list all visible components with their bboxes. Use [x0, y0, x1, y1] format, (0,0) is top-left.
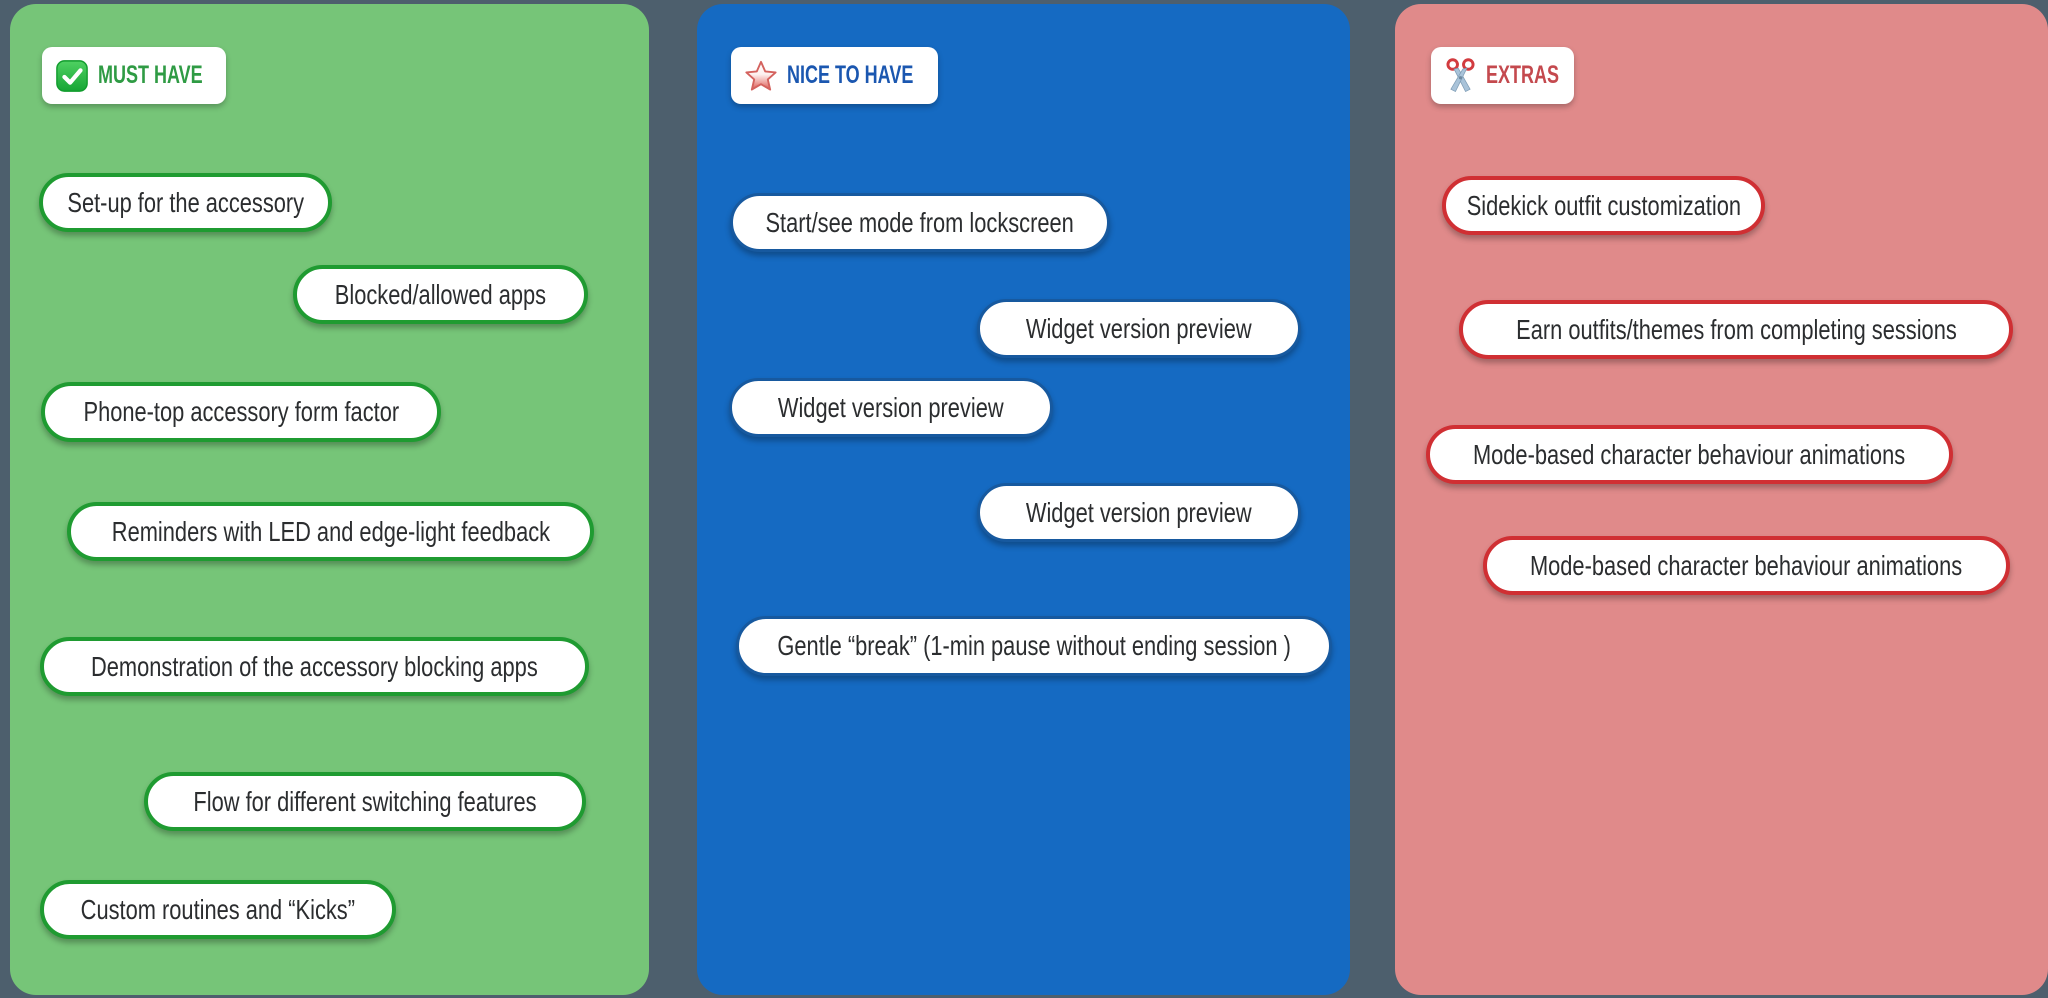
card[interactable]: Gentle “break” (1-min pause without endi… [736, 616, 1332, 676]
card-label: Flow for different switching features [193, 785, 537, 817]
card-label: Set-up for the accessory [67, 186, 304, 218]
card[interactable]: Custom routines and “Kicks” [40, 880, 396, 939]
card-label: Gentle “break” (1-min pause without endi… [777, 630, 1291, 661]
card-label: Reminders with LED and edge-light feedba… [111, 515, 550, 547]
card-label: Start/see mode from lockscreen [765, 206, 1075, 238]
card-label: Phone-top accessory form factor [83, 396, 399, 427]
card[interactable]: Start/see mode from lockscreen [730, 193, 1110, 252]
card[interactable]: Mode-based character behaviour animation… [1483, 536, 2010, 595]
card-label: Widget version preview [1026, 312, 1252, 344]
header-badge-nice-to-have[interactable]: NICE TO HAVE [731, 47, 938, 104]
check-icon [55, 59, 89, 93]
header-badge-must-have[interactable]: MUST HAVE [42, 47, 226, 104]
card[interactable]: Reminders with LED and edge-light feedba… [67, 502, 594, 561]
card[interactable]: Blocked/allowed apps [293, 265, 588, 324]
card[interactable]: Widget version preview [977, 299, 1301, 358]
card[interactable]: Widget version preview [729, 378, 1053, 437]
card[interactable]: Sidekick outfit customization [1442, 176, 1765, 235]
card-label: Mode-based character behaviour animation… [1530, 549, 1963, 581]
header-label: MUST HAVE [98, 61, 203, 89]
header-label: EXTRAS [1486, 61, 1560, 89]
card[interactable]: Set-up for the accessory [39, 173, 332, 232]
card-label: Widget version preview [1026, 496, 1252, 528]
card-label: Sidekick outfit customization [1466, 189, 1741, 221]
card[interactable]: Flow for different switching features [144, 772, 586, 831]
card-label: Mode-based character behaviour animation… [1473, 438, 1906, 470]
card-label: Widget version preview [778, 391, 1004, 423]
scissors-icon [1444, 57, 1477, 94]
star-icon [744, 59, 778, 93]
card-label: Blocked/allowed apps [334, 278, 547, 310]
header-label: NICE TO HAVE [787, 61, 914, 89]
card-label: Demonstration of the accessory blocking … [91, 650, 538, 682]
card[interactable]: Mode-based character behaviour animation… [1426, 425, 1953, 484]
column-nice-to-have: NICE TO HAVE Start/see mode from lockscre… [697, 4, 1350, 995]
card-label: Custom routines and “Kicks” [80, 893, 356, 925]
card[interactable]: Earn outfits/themes from completing sess… [1459, 300, 2013, 359]
card[interactable]: Widget version preview [977, 483, 1301, 542]
card[interactable]: Phone-top accessory form factor [41, 382, 441, 442]
card[interactable]: Demonstration of the accessory blocking … [40, 637, 589, 696]
card-label: Earn outfits/themes from completing sess… [1515, 313, 1957, 345]
header-badge-extras[interactable]: EXTRAS [1431, 47, 1574, 104]
